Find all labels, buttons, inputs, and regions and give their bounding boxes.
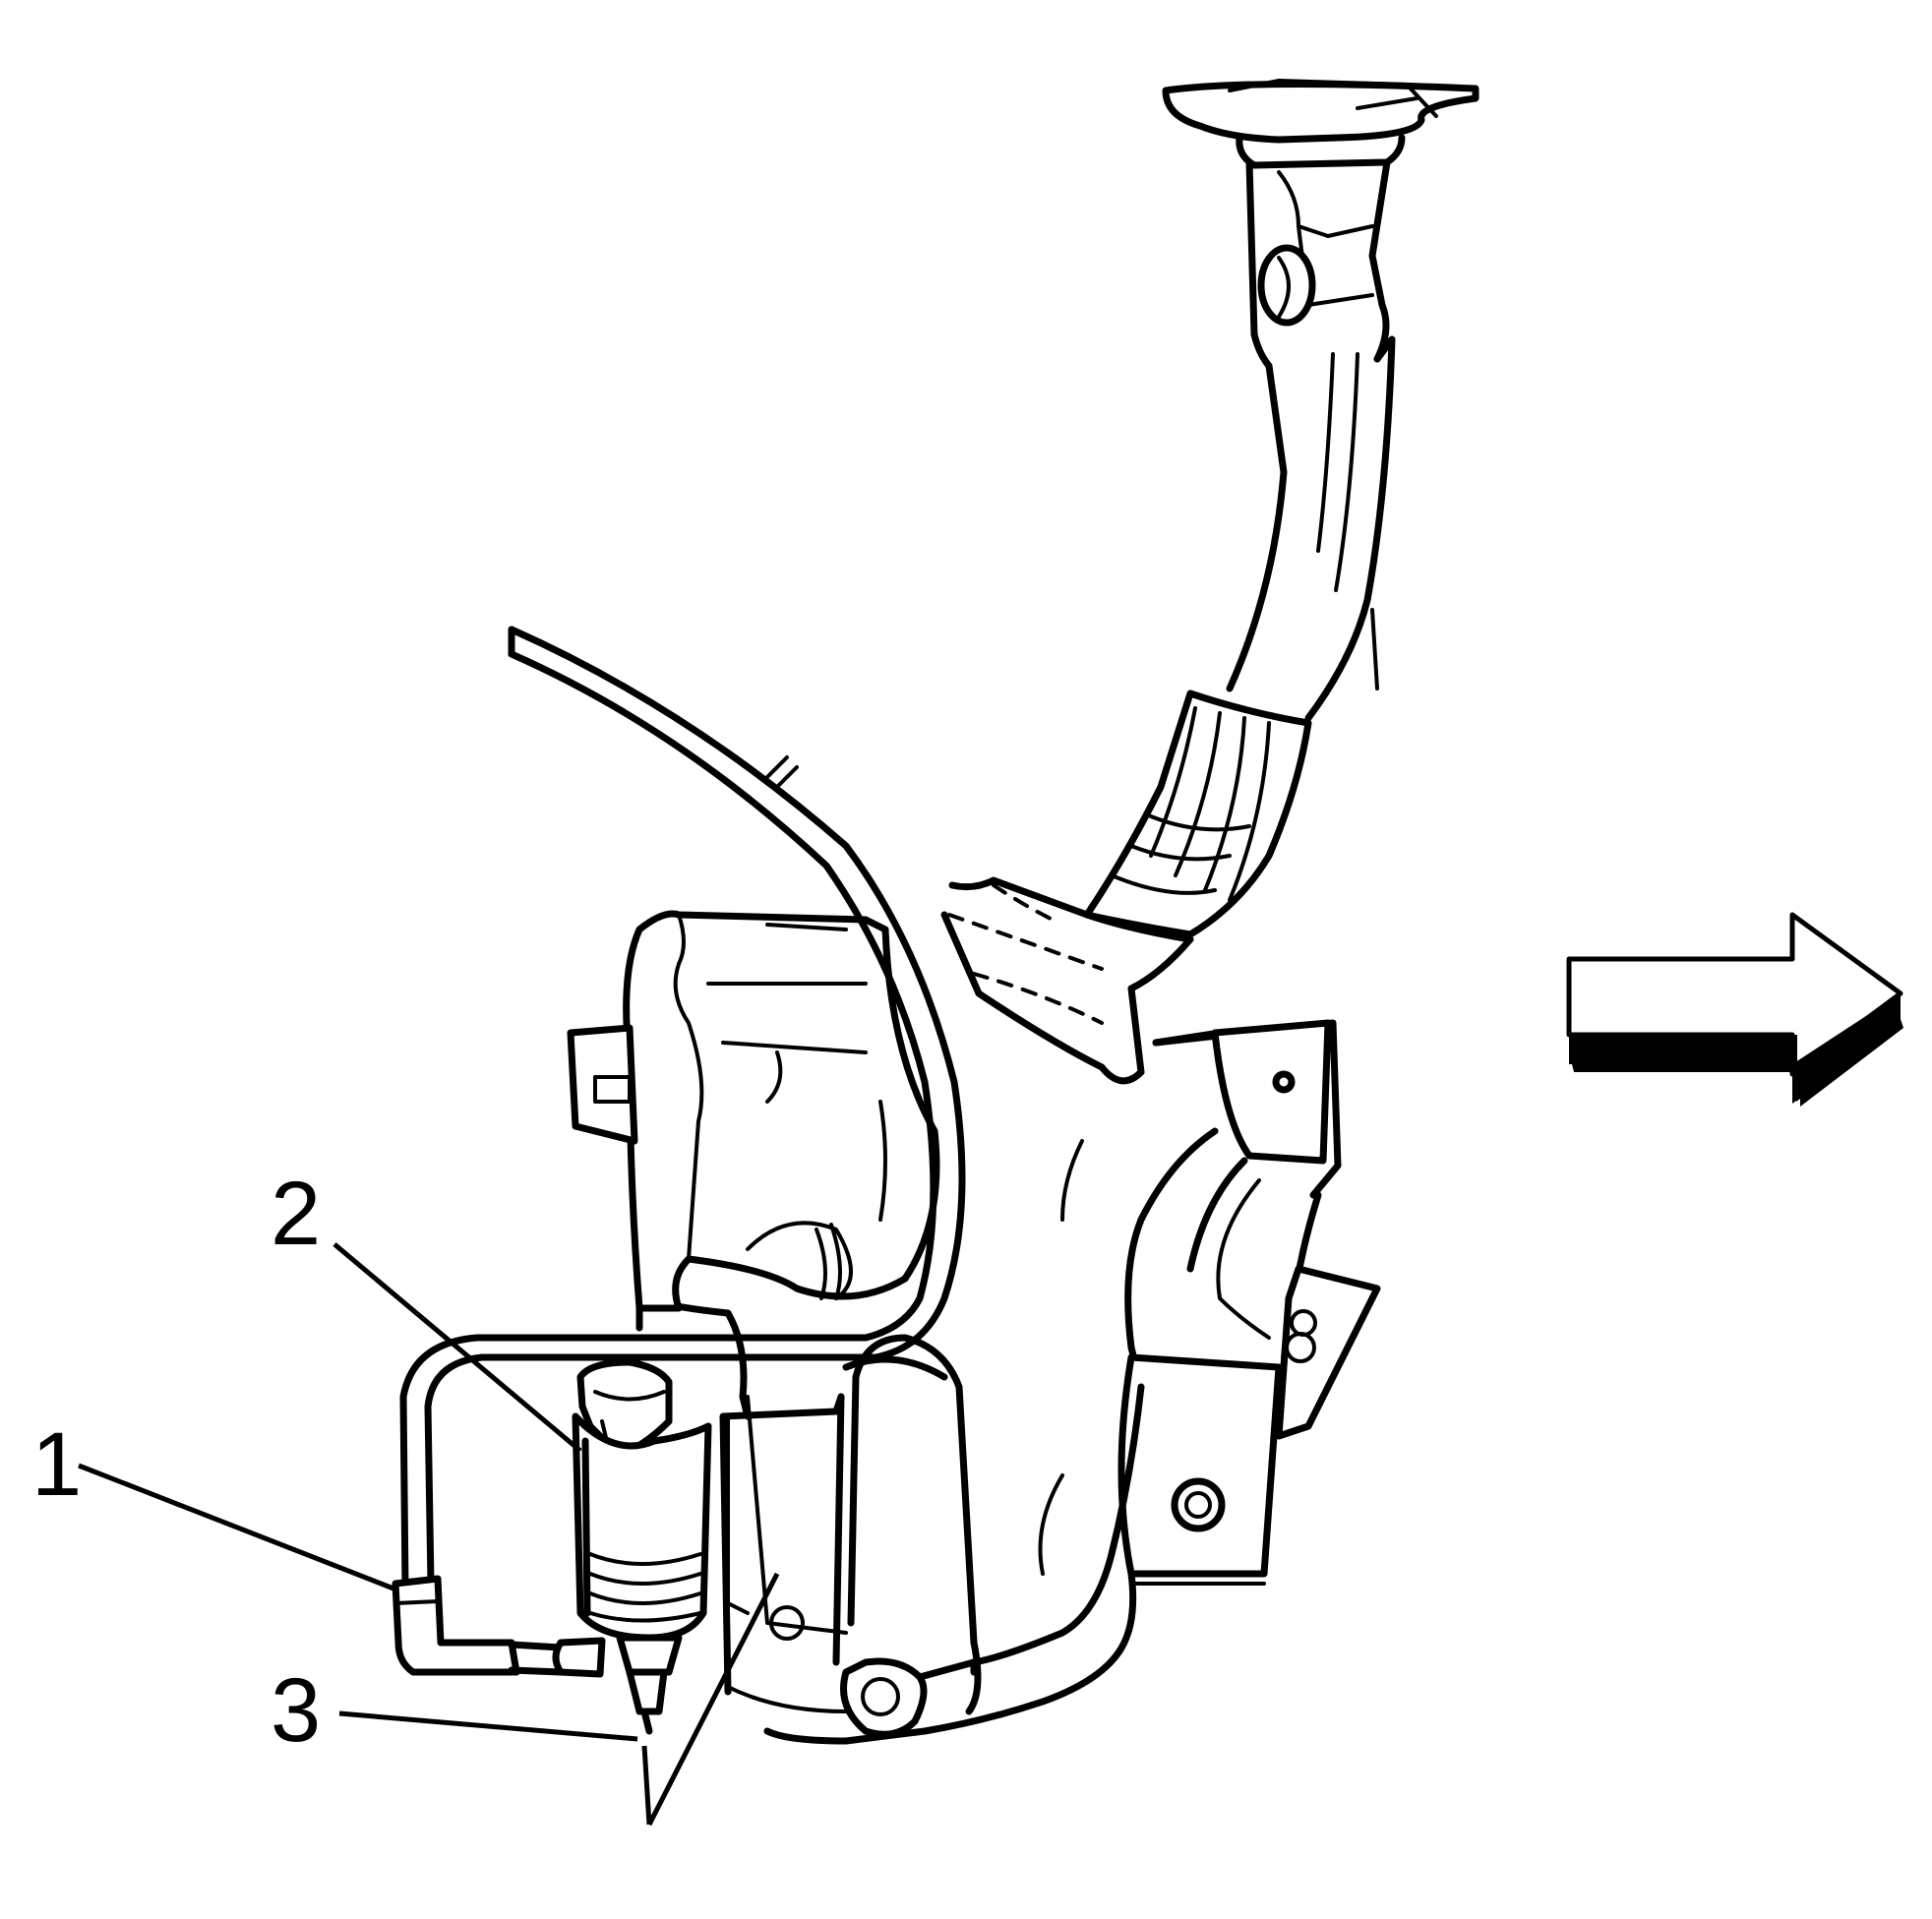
callout-leaders <box>78 1242 638 1742</box>
reservoir-body <box>635 876 1381 1745</box>
direction-arrow-icon <box>1566 912 1903 1107</box>
washer-hose <box>392 626 966 1676</box>
callout-3: 3 <box>271 1660 321 1761</box>
installation-arrow <box>641 1572 780 1827</box>
upper-housing <box>567 910 940 1312</box>
filler-neck <box>1083 79 1479 938</box>
washer-pump <box>552 1358 712 1735</box>
callout-2: 2 <box>271 1164 321 1264</box>
callout-1: 1 <box>31 1414 82 1515</box>
